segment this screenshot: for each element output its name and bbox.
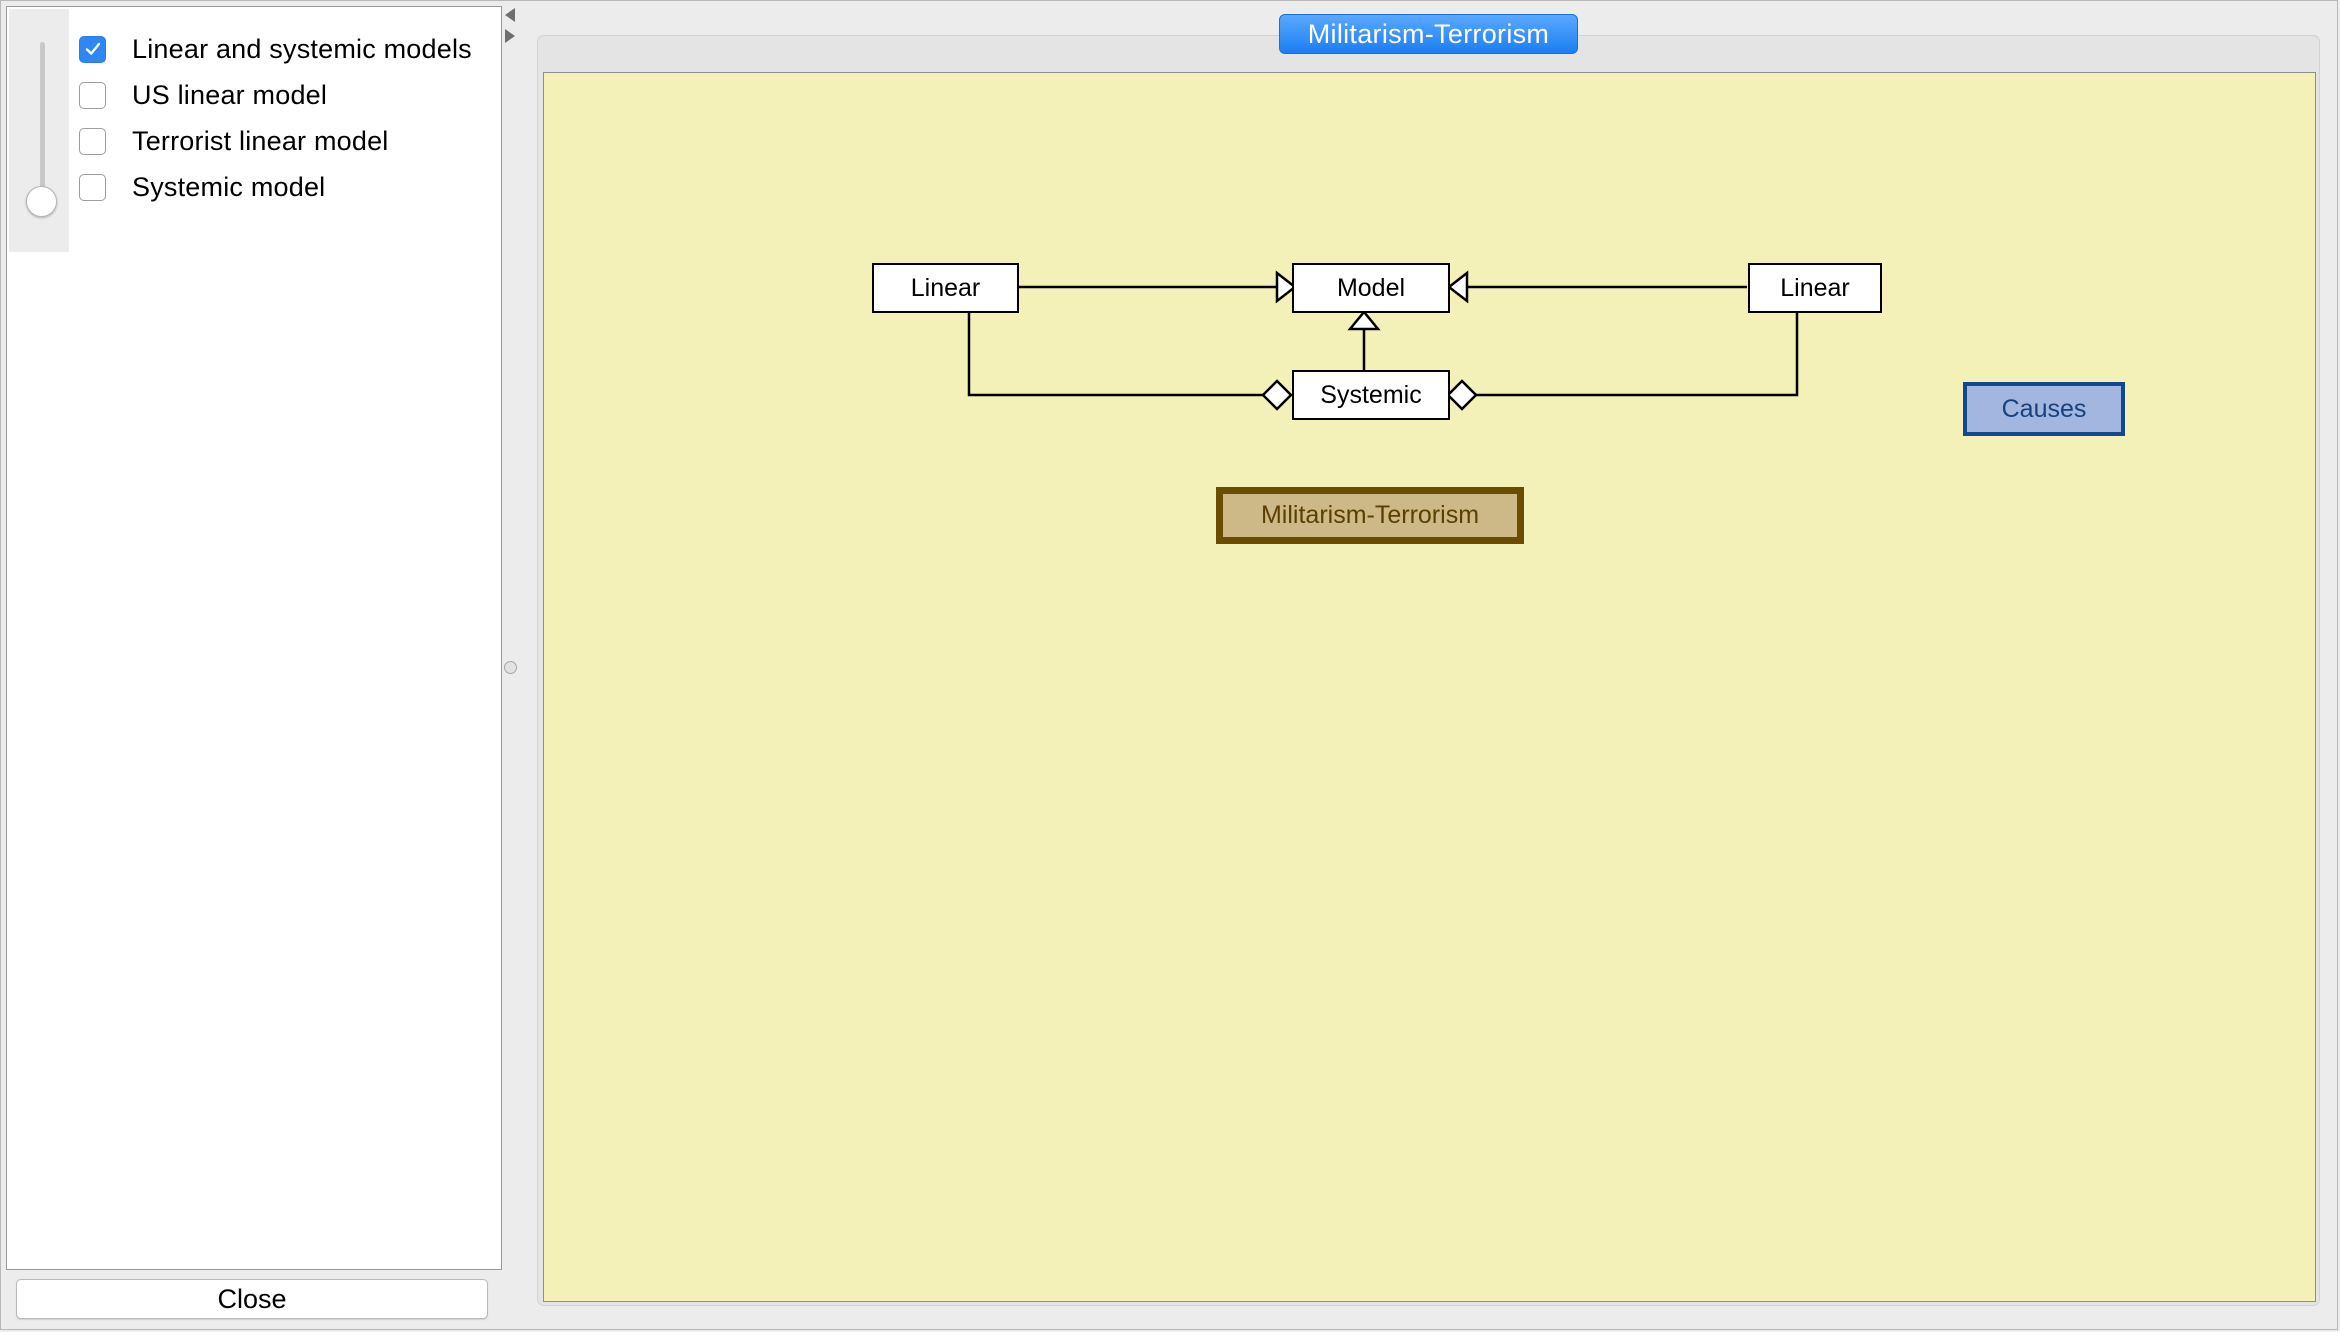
option-systemic-model[interactable]: Systemic model [79,167,325,207]
hollow-diamond-icon [1261,379,1293,411]
expand-right-arrow-icon[interactable] [505,29,515,43]
collapse-left-arrow-icon[interactable] [505,8,515,22]
node-linear-left[interactable]: Linear [872,263,1019,313]
node-militarism-terrorism[interactable]: Militarism-Terrorism [1216,487,1524,544]
aggregation-edge [1476,311,1799,397]
slider-track [40,42,45,202]
option-us-linear-model[interactable]: US linear model [79,75,327,115]
checkmark-icon [85,42,100,55]
zoom-slider[interactable] [9,9,69,252]
options-panel: Linear and systemic models US linear mod… [6,6,502,1270]
checkbox-checked-icon[interactable] [79,35,106,63]
close-button[interactable]: Close [16,1279,488,1319]
aggregation-edge [967,311,1263,397]
checkbox-icon[interactable] [79,81,106,109]
diagram-canvas[interactable]: Linear Model Linear Systemic Militarism-… [543,72,2316,1302]
option-terrorist-linear-model[interactable]: Terrorist linear model [79,121,388,161]
tab-militarism-terrorism[interactable]: Militarism-Terrorism [1279,14,1578,54]
hollow-triangle-arrow-icon [1446,270,1469,304]
option-label: Systemic model [132,171,326,202]
option-label: Linear and systemic models [132,33,472,64]
node-causes[interactable]: Causes [1963,382,2125,436]
hollow-diamond-icon [1446,379,1478,411]
node-systemic[interactable]: Systemic [1292,370,1450,420]
checkbox-icon[interactable] [79,173,106,201]
hollow-triangle-arrow-icon [1275,270,1298,304]
option-label: US linear model [132,79,328,110]
option-label: Terrorist linear model [132,125,389,156]
option-linear-and-systemic-models[interactable]: Linear and systemic models [79,29,472,69]
node-model[interactable]: Model [1292,263,1450,313]
checkbox-icon[interactable] [79,127,106,155]
hollow-triangle-arrow-icon [1347,310,1381,331]
slider-thumb[interactable] [26,186,57,217]
diagram-connectors [967,270,1799,411]
node-linear-right[interactable]: Linear [1748,263,1882,313]
splitter-handle[interactable] [504,661,517,674]
